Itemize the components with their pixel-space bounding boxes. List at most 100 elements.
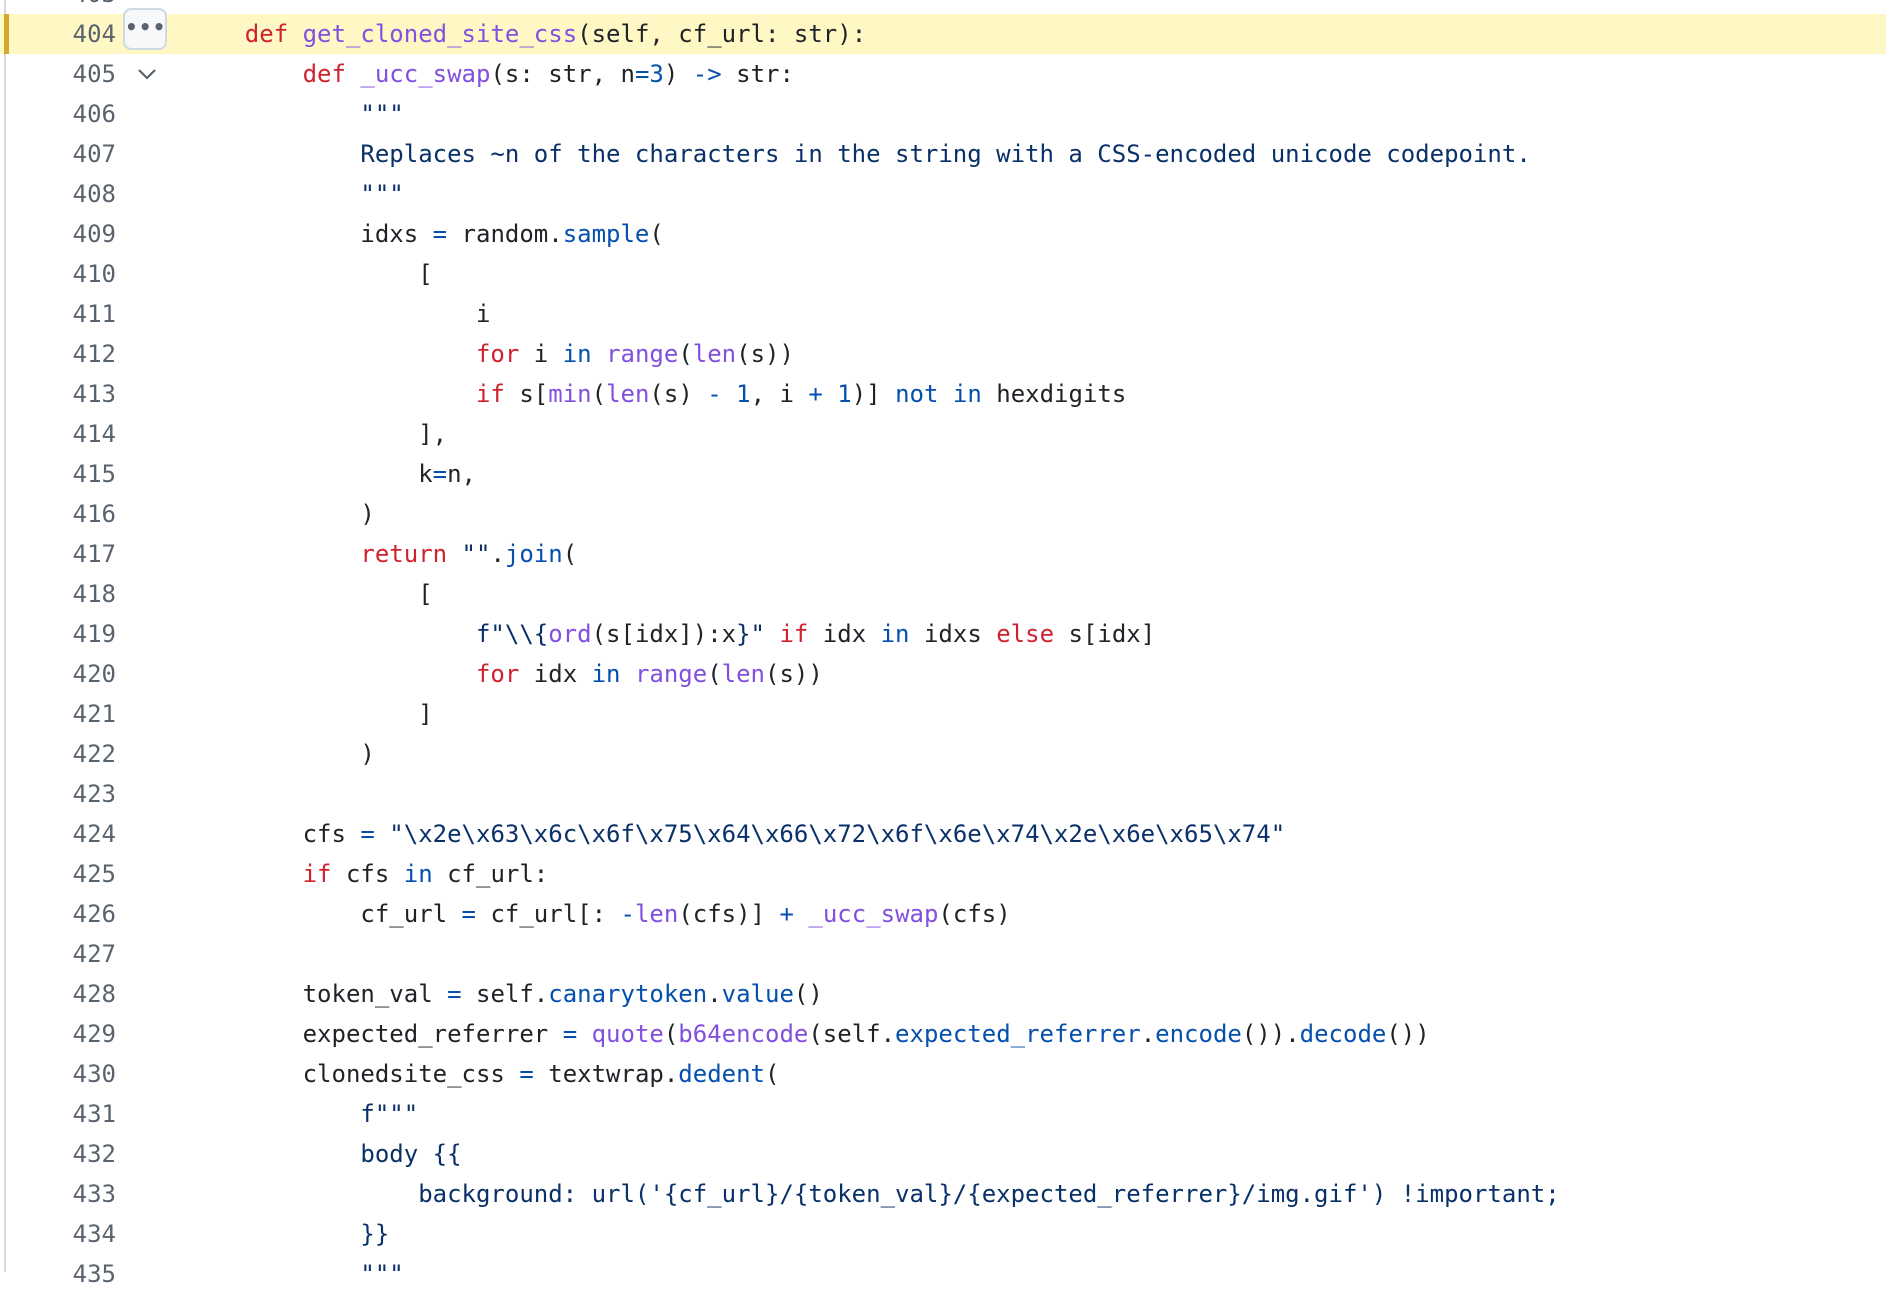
code-token xyxy=(187,180,360,208)
line-number[interactable]: 433 xyxy=(72,1180,116,1208)
code-line[interactable]: 430 clonedsite_css = textwrap.dedent( xyxy=(0,1054,1886,1094)
code-line[interactable]: 414 ], xyxy=(0,414,1886,454)
code-token: not in xyxy=(895,380,982,408)
code-line[interactable]: 415 k=n, xyxy=(0,454,1886,494)
line-number[interactable]: 411 xyxy=(72,300,116,328)
line-number[interactable]: 435 xyxy=(72,1260,116,1288)
code-token xyxy=(794,900,808,928)
code-line[interactable]: 409 idxs = random.sample( xyxy=(0,214,1886,254)
code-line[interactable]: 435 """ xyxy=(0,1254,1886,1294)
code-line[interactable]: 411 i xyxy=(0,294,1886,334)
code-line[interactable]: 425 if cfs in cf_url: xyxy=(0,854,1886,894)
code-line[interactable]: 432 body {{ xyxy=(0,1134,1886,1174)
line-number[interactable]: 404 xyxy=(72,20,116,48)
code-line[interactable]: 427 xyxy=(0,934,1886,974)
line-number[interactable]: 412 xyxy=(72,340,116,368)
code-line[interactable]: 412 for i in range(len(s)) xyxy=(0,334,1886,374)
line-number[interactable]: 409 xyxy=(72,220,116,248)
line-number[interactable]: 423 xyxy=(72,780,116,808)
line-number[interactable]: 410 xyxy=(72,260,116,288)
line-number[interactable]: 413 xyxy=(72,380,116,408)
code-line[interactable]: 417 return "".join( xyxy=(0,534,1886,574)
line-number[interactable]: 424 xyxy=(72,820,116,848)
code-token: def xyxy=(302,60,346,88)
code-token xyxy=(187,60,303,88)
code-text: for idx in range(len(s)) xyxy=(187,654,823,694)
line-number[interactable]: 415 xyxy=(72,460,116,488)
code-line[interactable]: 418 [ xyxy=(0,574,1886,614)
line-number[interactable]: 434 xyxy=(72,1220,116,1248)
code-token: ( xyxy=(678,340,693,368)
line-number[interactable]: 425 xyxy=(72,860,116,888)
code-text: background: url('{cf_url}/{token_val}/{e… xyxy=(187,1174,1560,1214)
code-line[interactable]: 420 for idx in range(len(s)) xyxy=(0,654,1886,694)
code-line[interactable]: 419 f"\\{ord(s[idx]):x}" if idx in idxs … xyxy=(0,614,1886,654)
line-number[interactable]: 403 xyxy=(16,0,116,14)
code-token xyxy=(187,1180,418,1208)
code-token: idxs xyxy=(187,220,433,248)
line-number[interactable]: 429 xyxy=(72,1020,116,1048)
code-line[interactable]: 433 background: url('{cf_url}/{token_val… xyxy=(0,1174,1886,1214)
code-line[interactable]: 403 xyxy=(0,0,1886,14)
code-token: self. xyxy=(461,980,549,1008)
code-token: (s)) xyxy=(736,340,794,368)
code-line[interactable]: 405 def _ucc_swap(s: str, n=3) -> str: xyxy=(0,54,1886,94)
code-text: idxs = random.sample( xyxy=(187,214,663,254)
code-token: expected_referrer xyxy=(895,1020,1141,1048)
code-line[interactable]: 413 if s[min(len(s) - 1, i + 1)] not in … xyxy=(0,374,1886,414)
line-number[interactable]: 421 xyxy=(72,700,116,728)
line-number[interactable]: 416 xyxy=(72,500,116,528)
line-number[interactable]: 426 xyxy=(72,900,116,928)
code-line[interactable]: 429 expected_referrer = quote(b64encode(… xyxy=(0,1014,1886,1054)
chevron-down-icon[interactable] xyxy=(136,54,158,94)
code-line[interactable]: 424 cfs = "\x2e\x63\x6c\x6f\x75\x64\x66\… xyxy=(0,814,1886,854)
line-number[interactable]: 427 xyxy=(72,940,116,968)
line-number[interactable]: 408 xyxy=(72,180,116,208)
code-token: ( xyxy=(765,1060,780,1088)
code-token: = xyxy=(461,900,476,928)
code-line[interactable]: 428 token_val = self.canarytoken.value() xyxy=(0,974,1886,1014)
code-line[interactable]: 404••• def get_cloned_site_css(self, cf_… xyxy=(0,8,1886,54)
line-number[interactable]: 419 xyxy=(72,620,116,648)
code-line[interactable]: 410 [ xyxy=(0,254,1886,294)
code-token: else xyxy=(996,620,1055,648)
code-line[interactable]: 434 }} xyxy=(0,1214,1886,1254)
code-line[interactable]: 421 ] xyxy=(0,694,1886,734)
line-options-button[interactable]: ••• xyxy=(123,8,167,50)
line-number[interactable]: 414 xyxy=(72,420,116,448)
gutter-border xyxy=(4,0,6,1272)
code-token xyxy=(187,620,476,648)
code-line[interactable]: 426 cf_url = cf_url[: -len(cfs)] + _ucc_… xyxy=(0,894,1886,934)
code-line[interactable]: 422 ) xyxy=(0,734,1886,774)
code-token xyxy=(823,380,837,408)
code-token xyxy=(187,860,303,888)
code-line[interactable]: 406 """ xyxy=(0,94,1886,134)
line-number[interactable]: 406 xyxy=(72,100,116,128)
code-token: encode xyxy=(1155,1020,1242,1048)
code-line[interactable]: 407 Replaces ~n of the characters in the… xyxy=(0,134,1886,174)
code-token: 1 xyxy=(736,380,751,408)
line-number[interactable]: 420 xyxy=(72,660,116,688)
code-line[interactable]: 431 f""" xyxy=(0,1094,1886,1134)
line-number[interactable]: 418 xyxy=(72,580,116,608)
code-token: ( xyxy=(663,1020,679,1048)
code-token: - xyxy=(707,380,722,408)
code-token: in xyxy=(403,860,433,888)
line-number[interactable]: 422 xyxy=(72,740,116,768)
line-number[interactable]: 405 xyxy=(72,60,116,88)
code-token: Replaces ~n of the characters in the str… xyxy=(360,140,1531,168)
code-line[interactable]: 408 """ xyxy=(0,174,1886,214)
line-number[interactable]: 430 xyxy=(72,1060,116,1088)
line-number[interactable]: 432 xyxy=(72,1140,116,1168)
code-token: [ xyxy=(187,580,433,608)
code-line[interactable]: 423 xyxy=(0,774,1886,814)
line-number[interactable]: 428 xyxy=(72,980,116,1008)
code-token: ) xyxy=(187,740,375,768)
line-number[interactable]: 431 xyxy=(72,1100,116,1128)
code-line[interactable]: 416 ) xyxy=(0,494,1886,534)
line-number[interactable]: 407 xyxy=(72,140,116,168)
code-token: ) xyxy=(663,60,693,88)
line-number[interactable]: 417 xyxy=(72,540,116,568)
code-token: (self, cf_url: str): xyxy=(577,20,867,48)
